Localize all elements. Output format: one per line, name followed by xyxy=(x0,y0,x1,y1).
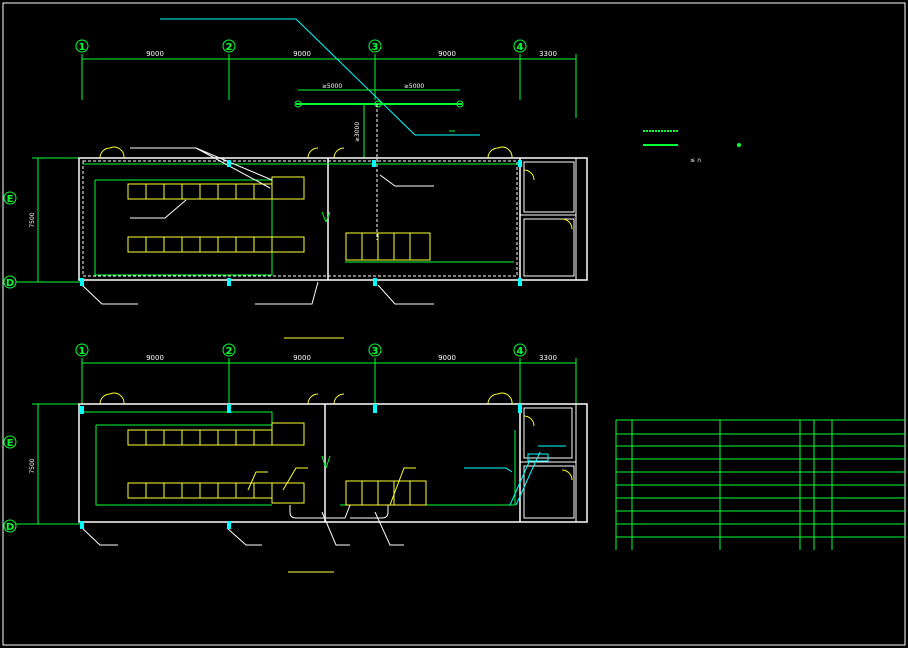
equipment-right-room xyxy=(345,232,431,261)
equipment-row-lower-b xyxy=(127,482,305,504)
top-spacing-3: 9000 xyxy=(438,50,456,58)
top-spacing-2: 9000 xyxy=(293,50,311,58)
axis-label: 1 xyxy=(79,346,86,357)
top-spacing-4: 3300 xyxy=(539,50,557,58)
bottom-axis-2: 2 xyxy=(222,343,236,357)
equipment-row-upper xyxy=(127,176,305,200)
bottom-axis-3: 3 xyxy=(368,343,382,357)
pipe-dim-vertical: ≥3000 xyxy=(354,122,361,142)
bottom-spacing-4: 3300 xyxy=(539,354,557,362)
bottom-axis-D: D xyxy=(3,519,17,533)
top-axis-3: 3 xyxy=(368,39,382,53)
axis-label: 4 xyxy=(517,42,524,53)
bottom-spacing-3: 9000 xyxy=(438,354,456,362)
axis-label: 2 xyxy=(226,346,233,357)
axis-label: D xyxy=(6,522,14,533)
legend-table xyxy=(615,419,905,550)
top-axis-4: 4 xyxy=(513,39,527,53)
top-plan: 1 2 3 4 9000 9000 9000 3300 xyxy=(3,18,588,339)
axis-label: E xyxy=(7,438,14,449)
axis-label: 1 xyxy=(79,42,86,53)
pipe-dim-left: ≥5000 xyxy=(322,83,342,90)
axis-label: 3 xyxy=(372,42,379,53)
bottom-axis-4: 4 xyxy=(513,343,527,357)
axis-label: 4 xyxy=(517,346,524,357)
pipe-dim-right: ≥5000 xyxy=(404,83,424,90)
fixtures-top xyxy=(80,160,522,286)
axis-label: 3 xyxy=(372,346,379,357)
bottom-spacing-2: 9000 xyxy=(293,354,311,362)
top-axis-1: 1 xyxy=(75,39,89,53)
top-height-dim: 7500 xyxy=(29,212,36,227)
legend-symbol-text: ≤ ∩ xyxy=(690,157,701,164)
bottom-plan: 1 2 3 4 9000 9000 9000 3300 E D xyxy=(3,343,588,573)
bottom-axis-E: E xyxy=(3,435,17,449)
fixtures-bottom xyxy=(80,404,522,529)
axis-label: D xyxy=(6,278,14,289)
equipment-right-room-b xyxy=(345,480,427,506)
top-spacing-1: 9000 xyxy=(146,50,164,58)
axis-label: 2 xyxy=(226,42,233,53)
top-axis-2: 2 xyxy=(222,39,236,53)
equipment-row-lower xyxy=(127,236,305,253)
top-axis-E: E xyxy=(3,191,17,205)
axis-label: E xyxy=(7,194,14,205)
equipment-row-upper-b xyxy=(127,422,305,446)
bottom-axis-1: 1 xyxy=(75,343,89,357)
bottom-spacing-1: 9000 xyxy=(146,354,164,362)
bottom-height-dim: 7500 xyxy=(29,458,36,473)
legend: ≤ ∩ xyxy=(643,130,741,164)
top-axis-D: D xyxy=(3,275,17,289)
